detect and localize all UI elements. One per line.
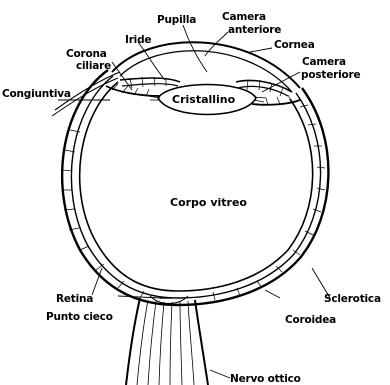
label-camera-anteriore-1: Camera — [222, 11, 266, 23]
label-sclerotica: Sclerotica — [324, 293, 381, 305]
label-camera-posteriore-2: posteriore — [301, 69, 360, 81]
label-pupilla: Pupilla — [157, 14, 196, 26]
leader-pupilla — [183, 25, 207, 72]
label-nervo-ottico: Nervo ottico — [230, 373, 301, 385]
label-corpo-vitreo: Corpo vitreo — [170, 196, 247, 209]
label-cristallino: Cristallino — [172, 93, 236, 106]
label-camera-anteriore-2: anteriore — [228, 24, 281, 36]
label-punto-cieco: Punto cieco — [46, 311, 113, 323]
label-camera-posteriore-1: Camera — [302, 56, 346, 68]
leader-cornea — [250, 48, 272, 52]
choroid-layer — [71, 76, 320, 298]
optic-nerve — [126, 296, 208, 385]
label-corona-ciliare-2: ciliare — [76, 60, 111, 72]
label-coroidea: Coroidea — [285, 314, 336, 326]
label-iride: Iride — [125, 34, 151, 46]
label-congiuntiva: Congiuntiva — [2, 88, 71, 100]
label-cornea: Cornea — [274, 39, 315, 51]
leader-nervo-ottico — [210, 370, 230, 378]
label-corona-ciliare-1: Corona — [66, 48, 107, 60]
leader-coroidea — [265, 290, 280, 298]
label-retina: Retina — [56, 293, 93, 305]
